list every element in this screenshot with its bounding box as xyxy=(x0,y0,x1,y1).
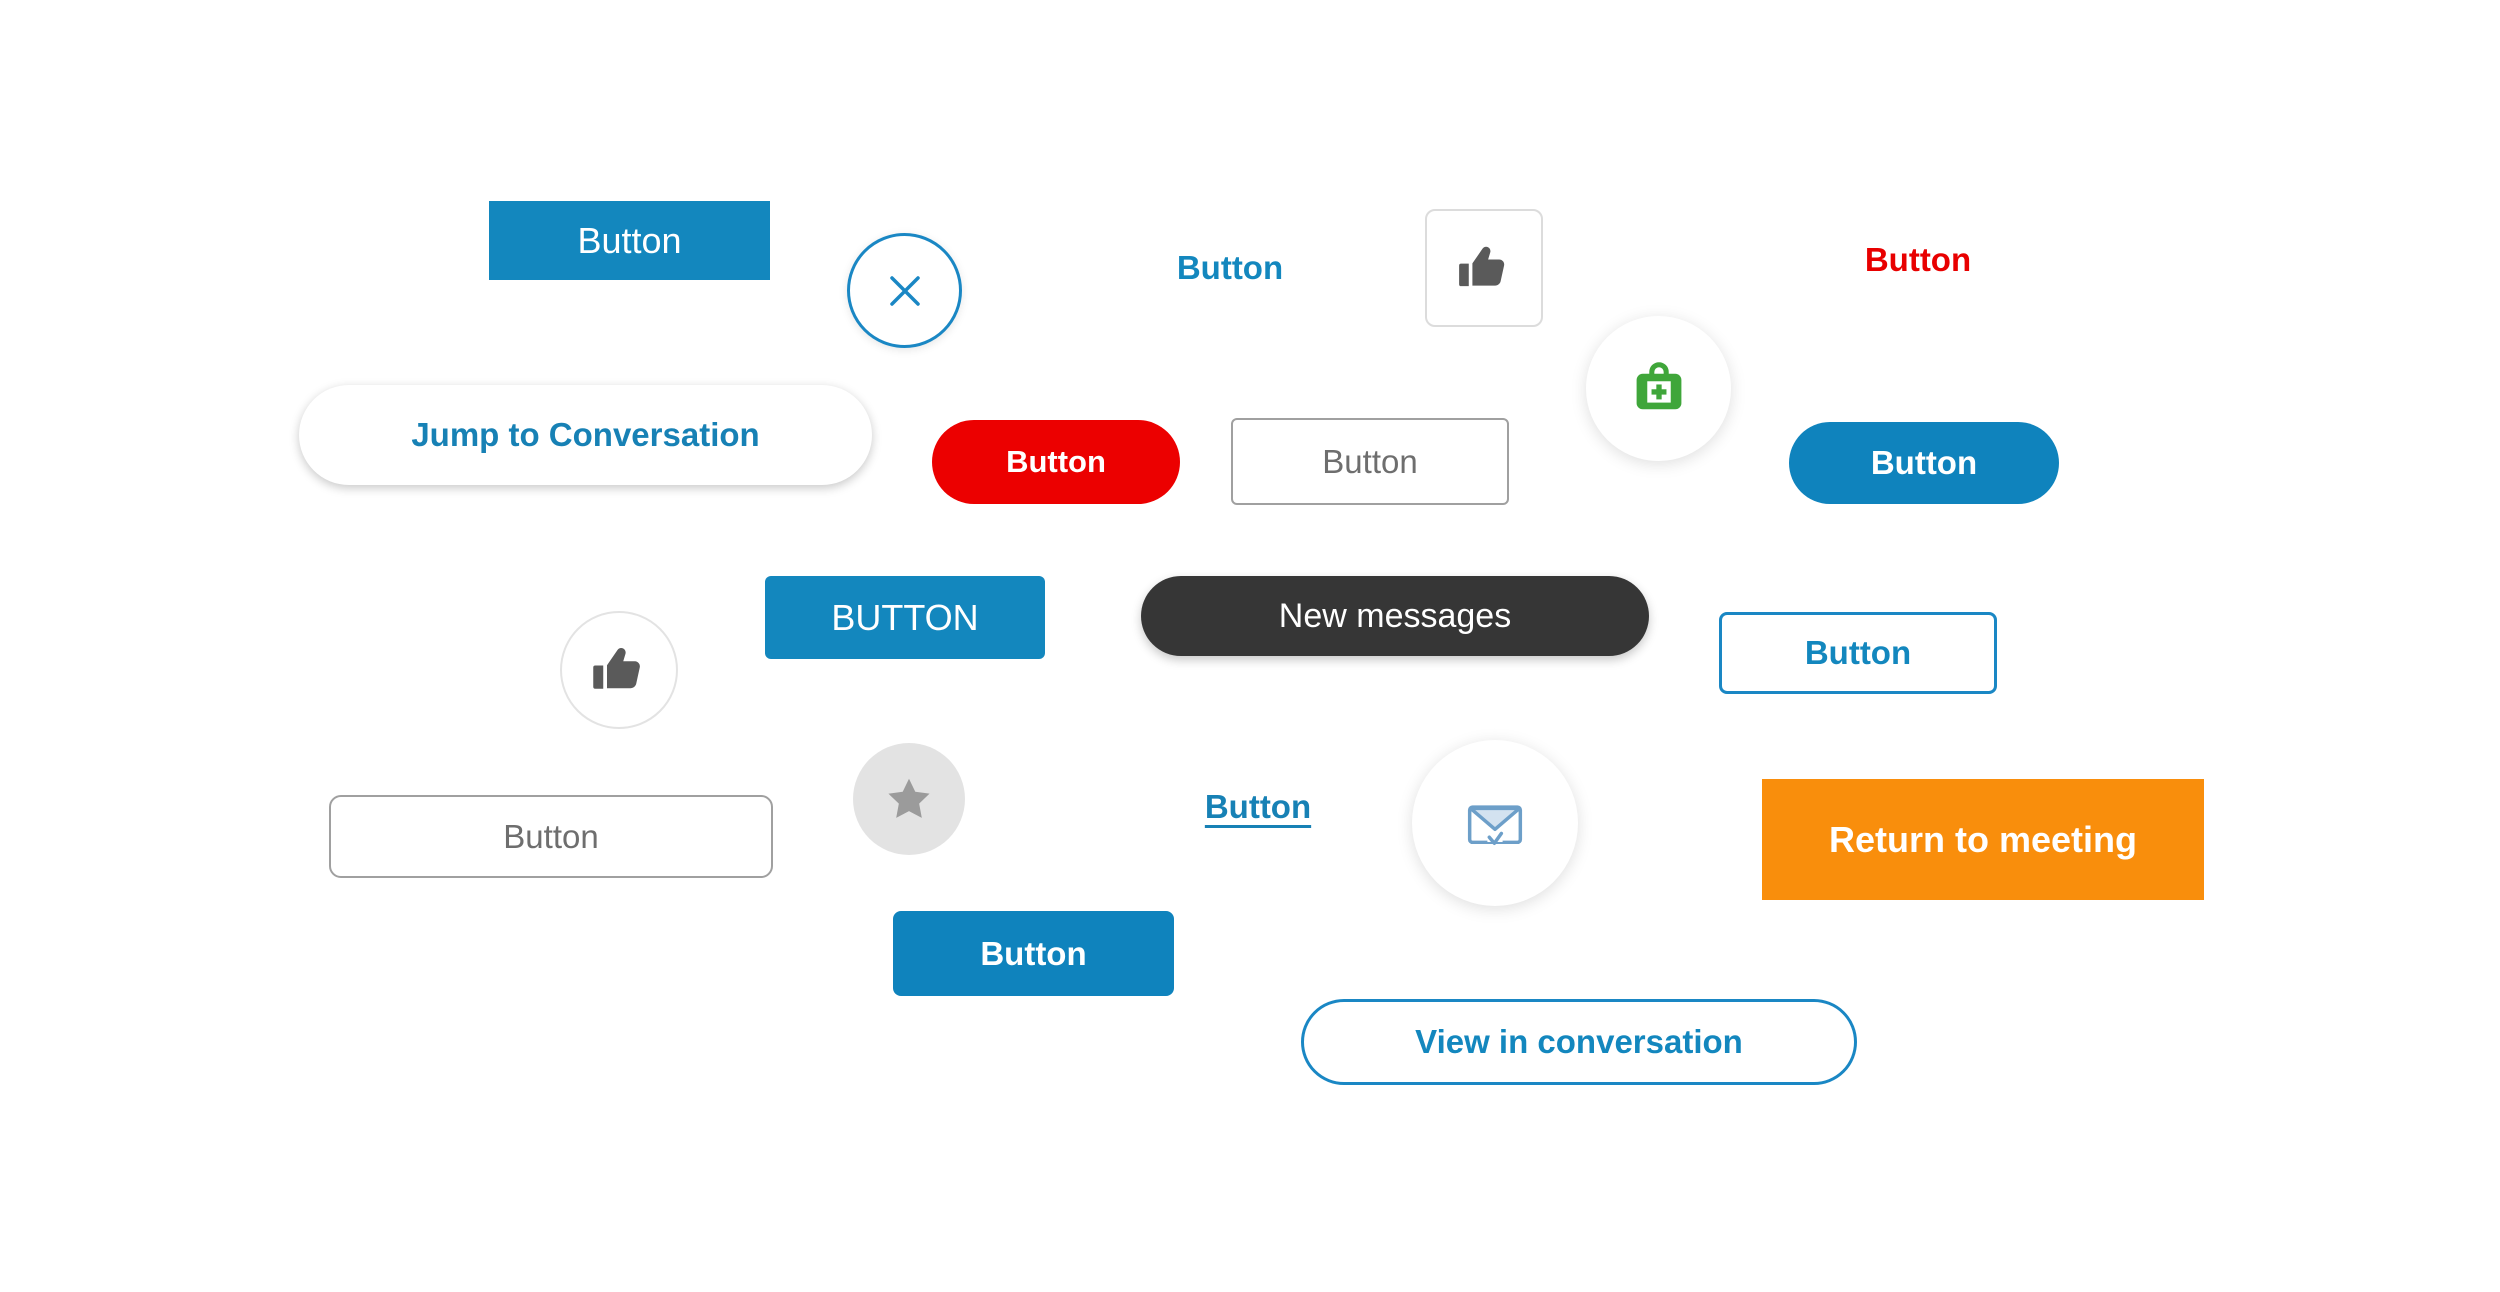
button-caps[interactable]: BUTTON xyxy=(765,576,1045,659)
star-icon xyxy=(888,778,930,818)
blue-pill-button[interactable]: Button xyxy=(1789,422,2059,504)
view-in-conversation-button[interactable]: View in conversation xyxy=(1301,999,1857,1085)
thumbs-up-icon xyxy=(1459,246,1505,287)
medical-bag-circle-button[interactable] xyxy=(1586,316,1731,461)
close-circle-button[interactable] xyxy=(847,233,962,348)
blue-round-bottom-button[interactable]: Button xyxy=(893,911,1174,996)
thumbs-up-square-button[interactable] xyxy=(1425,209,1543,327)
thumbs-up-circle-button[interactable] xyxy=(560,611,678,729)
close-icon xyxy=(889,275,920,306)
gray-outline-round-button[interactable]: Button xyxy=(329,795,773,878)
envelope-circle-button[interactable] xyxy=(1412,740,1578,906)
red-text-button[interactable]: Button xyxy=(1864,241,1972,278)
new-messages-toast[interactable]: New messages xyxy=(1141,576,1649,656)
blue-link-button[interactable]: Button xyxy=(1204,788,1312,825)
star-circle-button[interactable] xyxy=(853,743,965,855)
blue-outline-button[interactable]: Button xyxy=(1719,612,1997,694)
blue-text-button[interactable]: Button xyxy=(1176,249,1284,286)
return-to-meeting-button[interactable]: Return to meeting xyxy=(1762,779,2204,900)
envelope-check-icon xyxy=(1467,805,1523,846)
blue-rect-button[interactable]: Button xyxy=(489,201,770,280)
gray-outline-button[interactable]: Button xyxy=(1231,418,1509,505)
thumbs-up-icon xyxy=(593,648,640,689)
jump-to-conversation-button[interactable]: Jump to Conversation xyxy=(299,385,872,485)
red-pill-button[interactable]: Button xyxy=(932,420,1180,504)
medical-bag-add-icon xyxy=(1636,361,1681,409)
